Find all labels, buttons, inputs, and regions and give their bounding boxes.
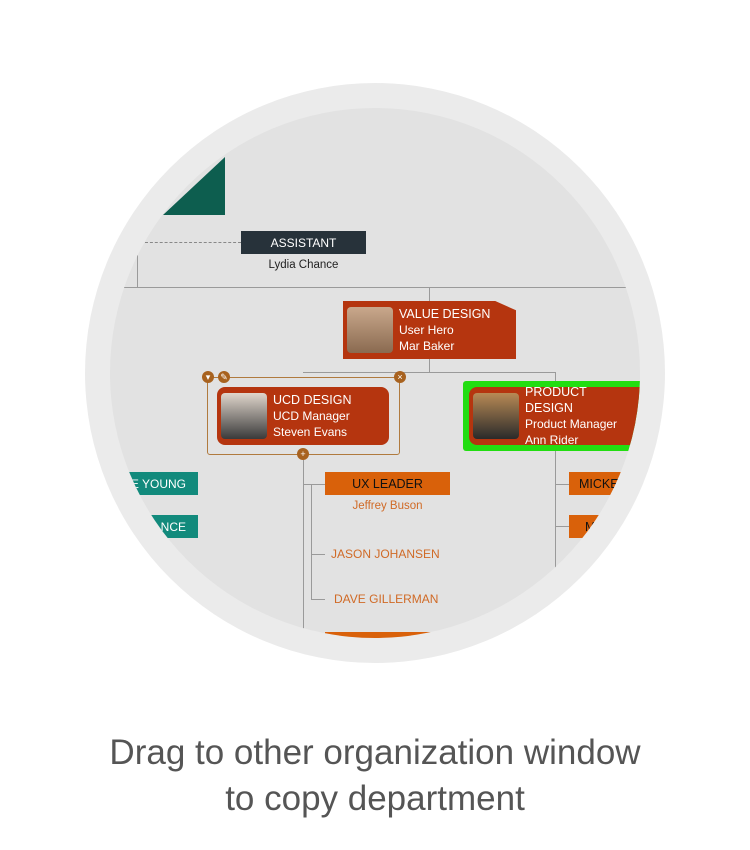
connector bbox=[311, 484, 312, 599]
ux-leader-name: Jeffrey Buson bbox=[352, 500, 423, 512]
dept-person: Ann Rider bbox=[525, 433, 579, 447]
position-title: M bbox=[585, 519, 596, 534]
connector bbox=[303, 372, 556, 373]
dept-title: VALUE DESIGN bbox=[399, 307, 491, 321]
connector bbox=[555, 526, 569, 527]
assistant-connector bbox=[145, 242, 241, 243]
connector bbox=[429, 287, 430, 302]
caption: Drag to other organization window to cop… bbox=[0, 730, 750, 822]
connector bbox=[555, 484, 569, 485]
connector bbox=[137, 255, 138, 287]
assistant-title: ASSISTANT bbox=[270, 235, 337, 250]
dept-role: User Hero bbox=[399, 323, 454, 337]
ux-leader-box[interactable]: UX LEADER bbox=[325, 472, 450, 495]
dept-title: PRODUCT DESIGN bbox=[525, 385, 587, 415]
connector bbox=[555, 372, 556, 382]
caption-line-2: to copy department bbox=[225, 779, 525, 818]
member-item[interactable]: JASON JOHANSEN bbox=[331, 547, 440, 561]
position-box[interactable] bbox=[325, 632, 450, 638]
dept-person: Steven Evans bbox=[273, 425, 348, 439]
connector bbox=[555, 451, 556, 569]
dept-role: UCD Manager bbox=[273, 409, 350, 423]
connector bbox=[429, 359, 430, 372]
avatar bbox=[221, 393, 267, 439]
caption-line-1: Drag to other organization window bbox=[109, 733, 641, 772]
assistant-name: Lydia Chance bbox=[268, 259, 339, 271]
connector bbox=[311, 599, 325, 600]
position-title: NCE bbox=[160, 519, 186, 534]
edit-icon[interactable]: ✎ bbox=[218, 371, 230, 383]
connector bbox=[311, 554, 325, 555]
avatar bbox=[473, 393, 519, 439]
avatar bbox=[347, 307, 393, 353]
dept-person: Mar Baker bbox=[399, 339, 455, 353]
assistant-box[interactable]: ASSISTANT bbox=[241, 231, 366, 254]
connector bbox=[303, 484, 325, 485]
dept-title: UCD DESIGN bbox=[273, 393, 352, 407]
position-title: E YOUNG bbox=[130, 476, 186, 491]
position-title: UX LEADER bbox=[352, 476, 423, 491]
collapse-icon[interactable]: ▾ bbox=[202, 371, 214, 383]
add-icon[interactable]: + bbox=[297, 448, 309, 460]
close-icon[interactable]: × bbox=[394, 371, 406, 383]
dept-role: Product Manager bbox=[525, 417, 618, 431]
connector bbox=[303, 460, 304, 638]
connector bbox=[110, 287, 640, 288]
member-item[interactable]: DAVE GILLERMAN bbox=[334, 592, 439, 606]
position-title: MICKE bbox=[579, 476, 619, 491]
